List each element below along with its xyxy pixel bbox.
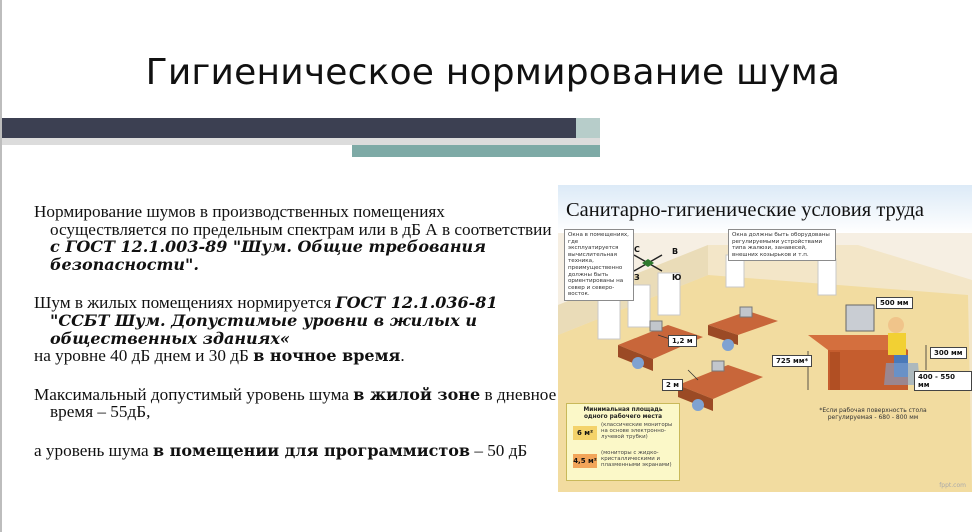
p1-gost: с ГОСТ 12.1.003-89 "Шум. Общие требовани… (50, 237, 486, 274)
p2-gost: ГОСТ 12.1.036-81 "ССБТ Шум. Допустимые у… (50, 293, 498, 348)
illustration-header (558, 185, 972, 233)
p3-end: . (400, 346, 405, 366)
workplace-illustration: Санитарно-гигиенические условия труда (558, 185, 972, 492)
p5-text: а уровень шума (34, 440, 153, 460)
note-window-orientation: Окна в помещениях, где эксплуатируется в… (564, 229, 634, 301)
p1-text: Нормирование шумов в производственных по… (34, 202, 552, 239)
min-area-lcd-value: 4,5 м² (573, 454, 597, 468)
decor-bar-end (576, 118, 600, 138)
paragraph-levels: на уровне 40 дБ днем и 30 дБ в ночное вр… (34, 347, 559, 365)
paragraph-industrial: Нормирование шумов в производственных по… (34, 203, 559, 273)
decor-bar-dark (2, 118, 576, 138)
p2-text: Шум в жилых помещениях нормируется (34, 293, 336, 313)
min-area-title: Минимальная площадь одного рабочего мест… (583, 407, 663, 420)
compass-west: З (634, 273, 640, 282)
tag-500mm: 500 мм (876, 297, 913, 309)
tag-2m: 2 м (662, 379, 684, 391)
p4-text: Максимальный допустимый уровень шума (34, 384, 354, 404)
desk-height-footnote: *Если рабочая поверхность стола регулиру… (819, 407, 927, 421)
min-area-lcd-text: (мониторы с жидко-кристаллическими и пла… (601, 450, 672, 469)
min-area-box: Минимальная площадь одного рабочего мест… (566, 403, 680, 481)
note-window-blinds: Окна должны быть оборудованы регулируемы… (728, 229, 836, 262)
paragraph-programmers: а уровень шума в помещении для программи… (34, 442, 559, 460)
slide-border (0, 0, 2, 532)
illustration-title: Санитарно-гигиенические условия труда (566, 199, 924, 221)
p3-night: в ночное время (253, 346, 401, 366)
tag-1-2m: 1,2 м (668, 335, 697, 347)
tag-725mm: 725 мм* (772, 355, 813, 367)
min-area-crt-value: 6 м² (573, 426, 597, 440)
p3-text: на уровне 40 дБ днем и 30 дБ (34, 346, 254, 366)
slide-title: Гигиеническое нормирование шума (145, 52, 841, 93)
slide-body: Нормирование шумов в производственных по… (34, 203, 559, 460)
credit-text: fppt.com (939, 482, 966, 489)
p5-room: в помещении для программистов (152, 440, 471, 460)
decor-bar-light (2, 138, 600, 145)
paragraph-max-level: Максимальный допустимый уровень шума в ж… (34, 384, 559, 422)
p4-zone: в жилой зоне (353, 384, 481, 404)
compass-north: С (634, 245, 640, 254)
min-area-crt-text: (классические мониторы на основе электро… (601, 422, 673, 441)
compass-east: В (672, 247, 679, 256)
tag-400-550mm: 400 - 550 мм (914, 371, 972, 391)
compass-south: Ю (672, 273, 682, 282)
p4-end: в дневное время – 55дБ, (50, 384, 557, 422)
tag-300mm: 300 мм (930, 347, 967, 359)
decor-bar-teal (352, 145, 600, 157)
paragraph-residential: Шум в жилых помещениях нормируется ГОСТ … (34, 294, 559, 347)
p5-end: – 50 дБ (470, 440, 528, 460)
